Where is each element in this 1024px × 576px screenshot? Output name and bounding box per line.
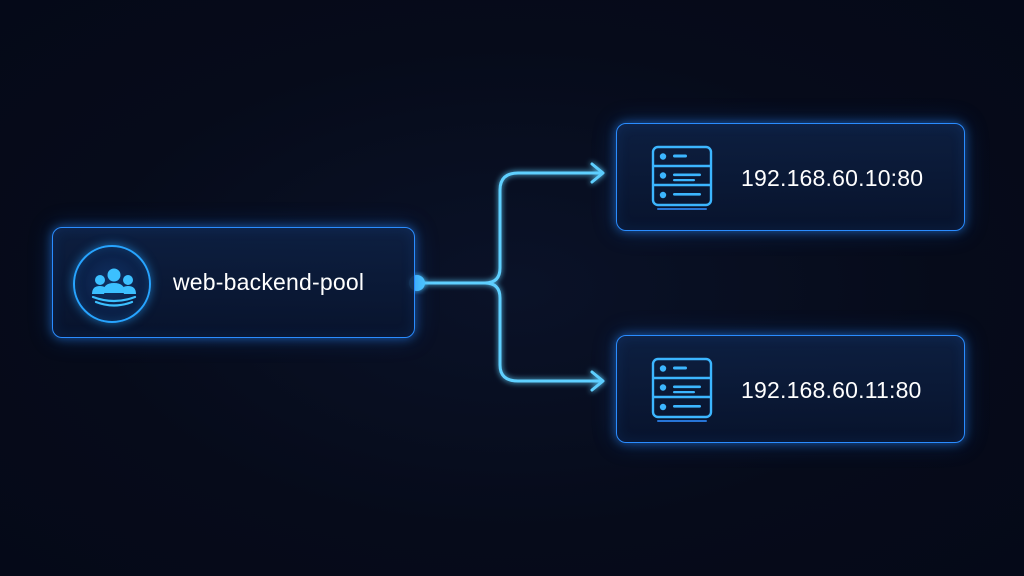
arrowhead-lower: [590, 370, 605, 392]
connector-branch-lower: [483, 281, 602, 383]
server-icon: [651, 357, 713, 422]
server-node-1[interactable]: 192.168.60.10:80: [616, 123, 965, 231]
server-node-2[interactable]: 192.168.60.11:80: [616, 335, 965, 443]
arrowhead-upper: [590, 162, 605, 184]
server-address: 192.168.60.11:80: [741, 377, 922, 403]
server-icon: [651, 145, 713, 210]
server-address: 192.168.60.10:80: [741, 165, 924, 191]
users-group-icon: [73, 245, 151, 323]
backend-pool-node[interactable]: web-backend-pool: [52, 227, 415, 338]
connector-branch-upper: [483, 171, 602, 285]
pool-name: web-backend-pool: [173, 269, 365, 295]
